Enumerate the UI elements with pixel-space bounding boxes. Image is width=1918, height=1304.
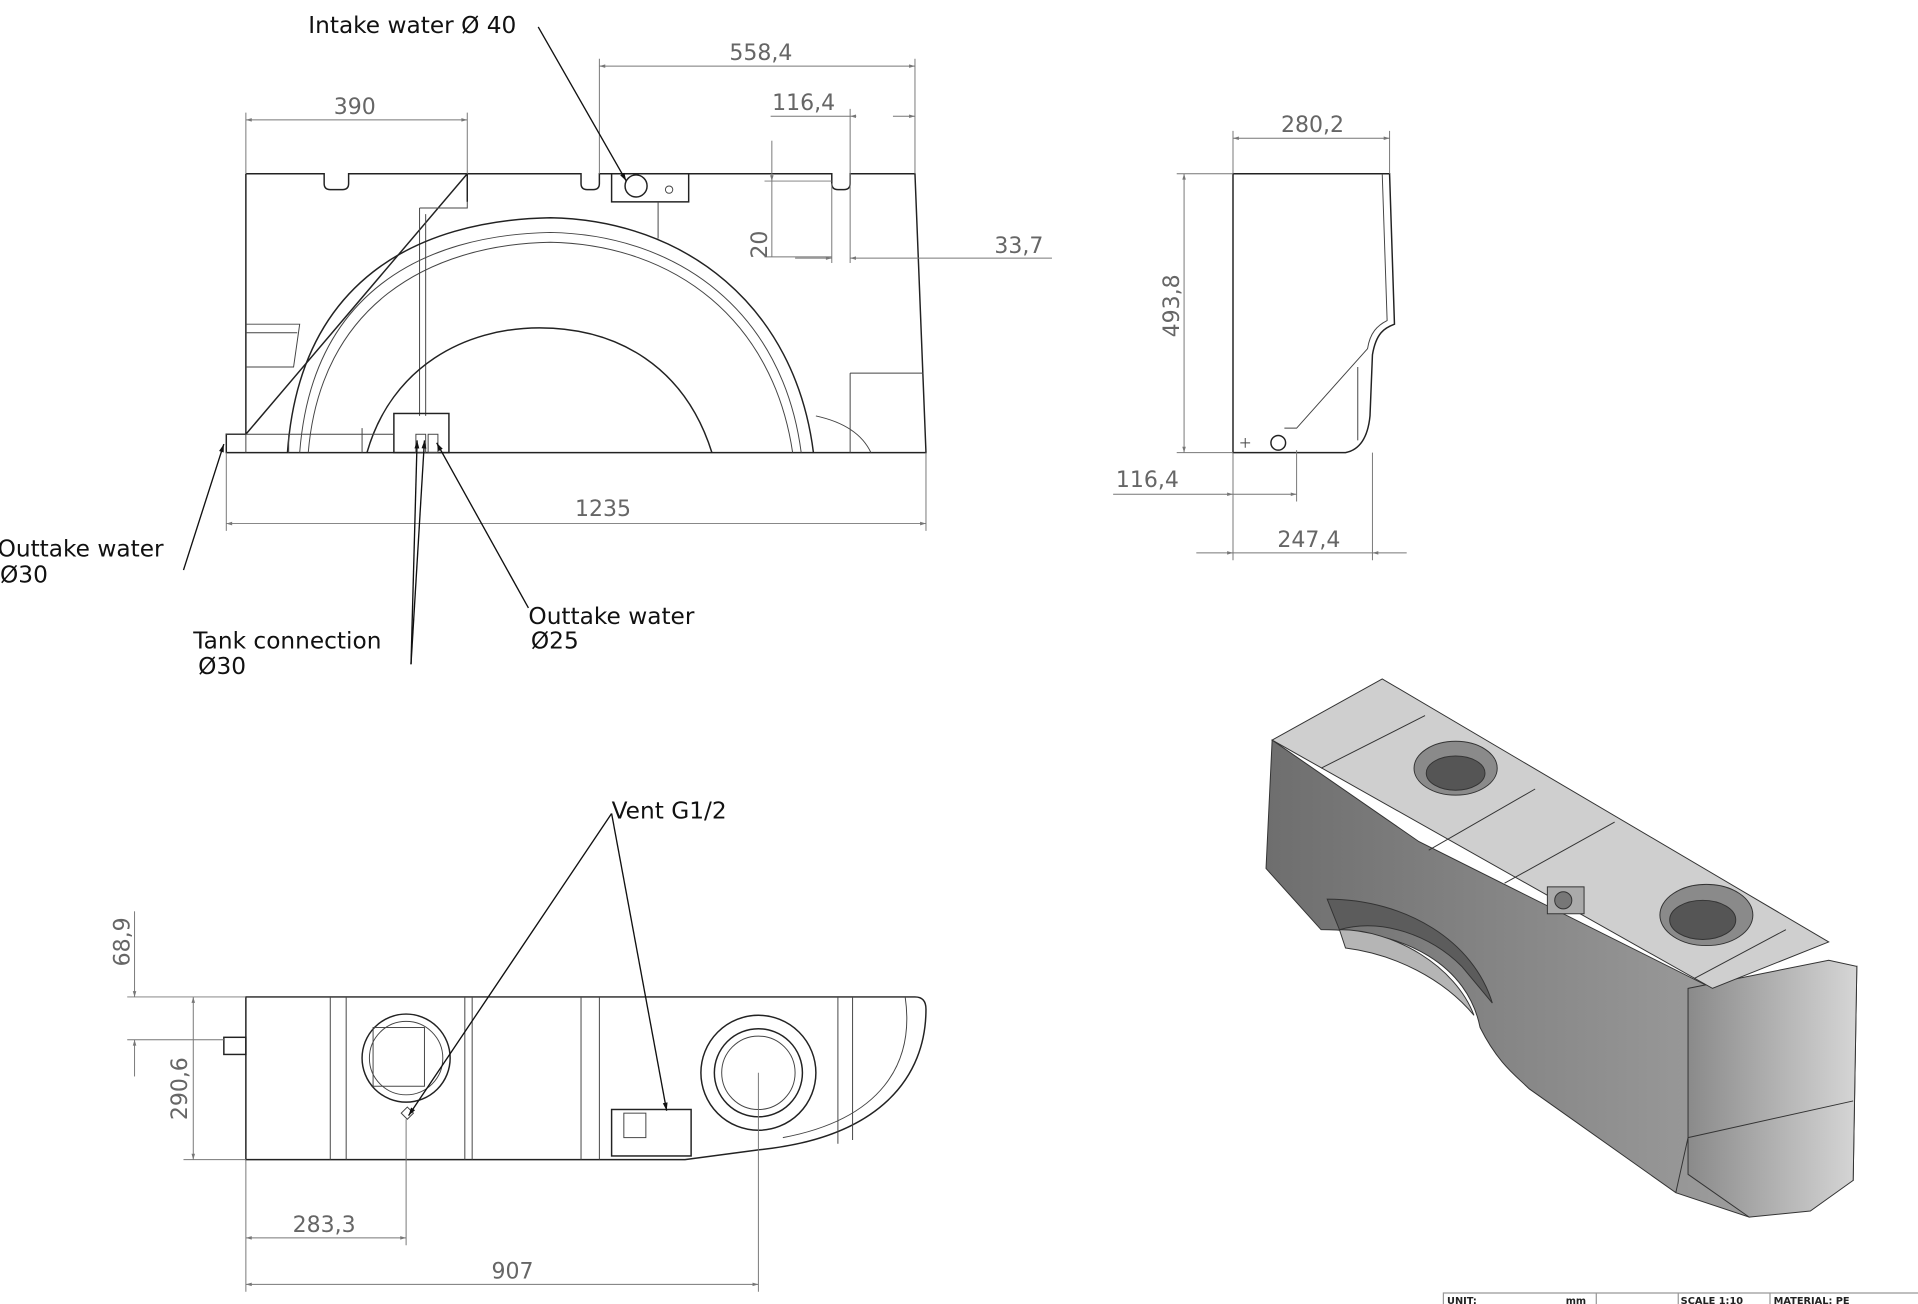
dim-116-4-front: 116,4 xyxy=(770,91,915,264)
dim-20: 20 xyxy=(748,140,832,259)
label-tank-connection: Tank connection xyxy=(192,627,381,654)
label-intake-water: Intake water Ø 40 xyxy=(308,12,516,39)
label-vent: Vent G1/2 xyxy=(612,797,727,824)
dim-1235: 1235 xyxy=(225,452,927,531)
dim-558-text: 558,4 xyxy=(729,41,792,66)
dim-33-7: 33,7 xyxy=(795,234,1052,260)
dim-280-2: 280,2 xyxy=(1232,113,1391,174)
dim-907: 907 xyxy=(245,1259,759,1287)
dim-290-6: 290,6 xyxy=(168,996,246,1161)
dim-20-text: 20 xyxy=(748,231,773,259)
dim-247-text: 247,4 xyxy=(1277,528,1340,553)
dim-116-text: 116,4 xyxy=(772,91,835,116)
isometric-view xyxy=(1265,678,1858,1218)
dim-68-text: 68,9 xyxy=(111,917,136,966)
title-material: MATERIAL: PE xyxy=(1774,1296,1850,1304)
dim-290-text: 290,6 xyxy=(168,1057,193,1120)
side-view: 280,2 493,8 116,4 247,4 xyxy=(1113,113,1407,561)
dim-907-text: 907 xyxy=(492,1259,534,1284)
dim-116-4-side: 116,4 xyxy=(1113,450,1373,561)
label-tank-connection-dia: Ø30 xyxy=(198,653,246,680)
dim-283-text: 283,3 xyxy=(293,1213,356,1238)
dim-116-side-text: 116,4 xyxy=(1116,468,1179,493)
title-scale: SCALE 1:10 xyxy=(1681,1296,1744,1304)
title-block: UNIT: mm SCALE 1:10 MATERIAL: PE xyxy=(1442,1292,1918,1304)
label-outtake-right-dia: Ø25 xyxy=(531,627,579,654)
title-unit-label: UNIT: xyxy=(1447,1296,1477,1304)
dim-1235-text: 1235 xyxy=(575,497,631,522)
dim-68-9: 68,9 xyxy=(111,911,246,1077)
label-outtake-right: Outtake water xyxy=(528,603,694,630)
dim-247-4: 247,4 xyxy=(1196,528,1407,555)
label-outtake-left: Outtake water xyxy=(0,536,164,563)
dim-493-8: 493,8 xyxy=(1160,173,1233,454)
title-unit-value: mm xyxy=(1566,1296,1586,1304)
dim-558-4: 558,4 xyxy=(598,41,916,174)
dim-33-text: 33,7 xyxy=(994,234,1043,259)
dim-283-3: 283,3 xyxy=(245,1072,759,1292)
dim-280-text: 280,2 xyxy=(1281,113,1344,138)
dim-493-text: 493,8 xyxy=(1160,274,1185,337)
dim-390: 390 xyxy=(245,95,468,174)
top-view: 68,9 290,6 283,3 907 Vent G1/2 xyxy=(111,797,927,1292)
dim-390-text: 390 xyxy=(334,95,376,120)
label-outtake-left-dia: Ø30 xyxy=(0,561,48,588)
front-view: 390 558,4 116,4 20 33,7 1235 xyxy=(0,12,1052,680)
